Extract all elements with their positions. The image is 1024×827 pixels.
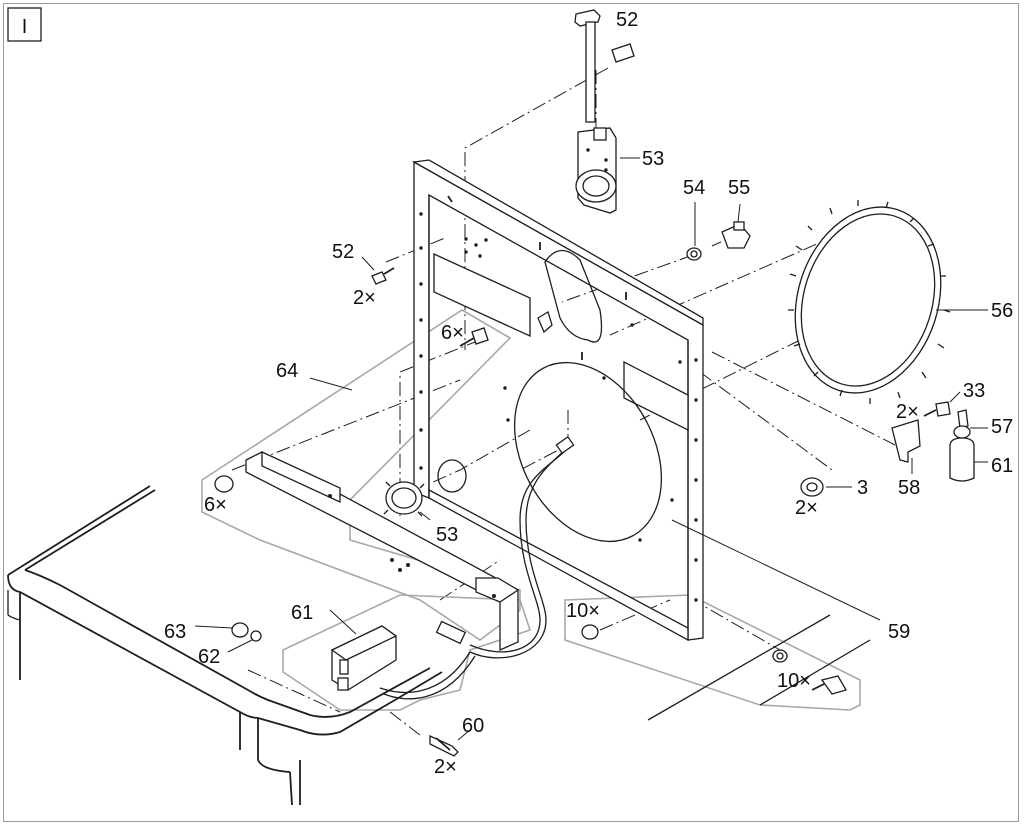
callout-6x-left: 6× xyxy=(204,494,227,516)
part-54-washer xyxy=(686,247,702,261)
reference-lines xyxy=(647,614,871,721)
callout-60: 60 xyxy=(462,715,484,737)
callouts: 52 53 54 55 52 2× 56 64 6× 33 2× 57 61 5… xyxy=(164,9,1013,778)
callout-56: 56 xyxy=(991,300,1013,322)
hose-line xyxy=(379,435,575,700)
callout-54: 54 xyxy=(683,177,705,199)
callout-52-top: 52 xyxy=(616,9,638,31)
back-panel xyxy=(411,159,704,642)
callout-64-qty: 6× xyxy=(441,322,464,344)
callout-60-qty: 2× xyxy=(434,756,457,778)
part-53-lower-collar xyxy=(383,481,425,517)
callout-61-lower: 61 xyxy=(291,602,313,624)
part-56-drum-ring xyxy=(788,200,951,404)
callout-57: 57 xyxy=(991,416,1013,438)
callout-10x-screw: 10× xyxy=(777,670,811,692)
part-55-clip xyxy=(721,221,751,249)
callout-62: 62 xyxy=(198,646,220,668)
leader-lines xyxy=(194,157,988,741)
section-box: I xyxy=(7,7,42,42)
callout-64: 64 xyxy=(276,360,298,382)
callout-63: 63 xyxy=(164,621,186,643)
drawing-frame xyxy=(3,3,1019,822)
part-53-upper-bracket xyxy=(575,127,617,214)
base-console xyxy=(7,485,443,806)
fasteners xyxy=(214,267,975,757)
callout-3: 3 xyxy=(857,477,868,499)
callout-53-lower: 53 xyxy=(436,524,458,546)
callout-33-qty: 2× xyxy=(896,401,919,423)
callout-52-left: 52 xyxy=(332,241,354,263)
callout-33: 33 xyxy=(963,380,985,402)
callout-3-qty: 2× xyxy=(795,497,818,519)
callout-59: 59 xyxy=(888,621,910,643)
callout-52-left-qty: 2× xyxy=(353,287,376,309)
part-61-control-module xyxy=(330,625,398,691)
callout-10x-nut: 10× xyxy=(566,600,600,622)
callout-55: 55 xyxy=(728,177,750,199)
part-52-top-handle xyxy=(574,9,635,123)
group-outlines xyxy=(201,309,861,711)
callout-58: 58 xyxy=(898,477,920,499)
callout-53-upper: 53 xyxy=(642,148,664,170)
callout-61-right: 61 xyxy=(991,455,1013,477)
part-64-long-bracket xyxy=(245,450,520,652)
section-letter: I xyxy=(22,16,28,38)
